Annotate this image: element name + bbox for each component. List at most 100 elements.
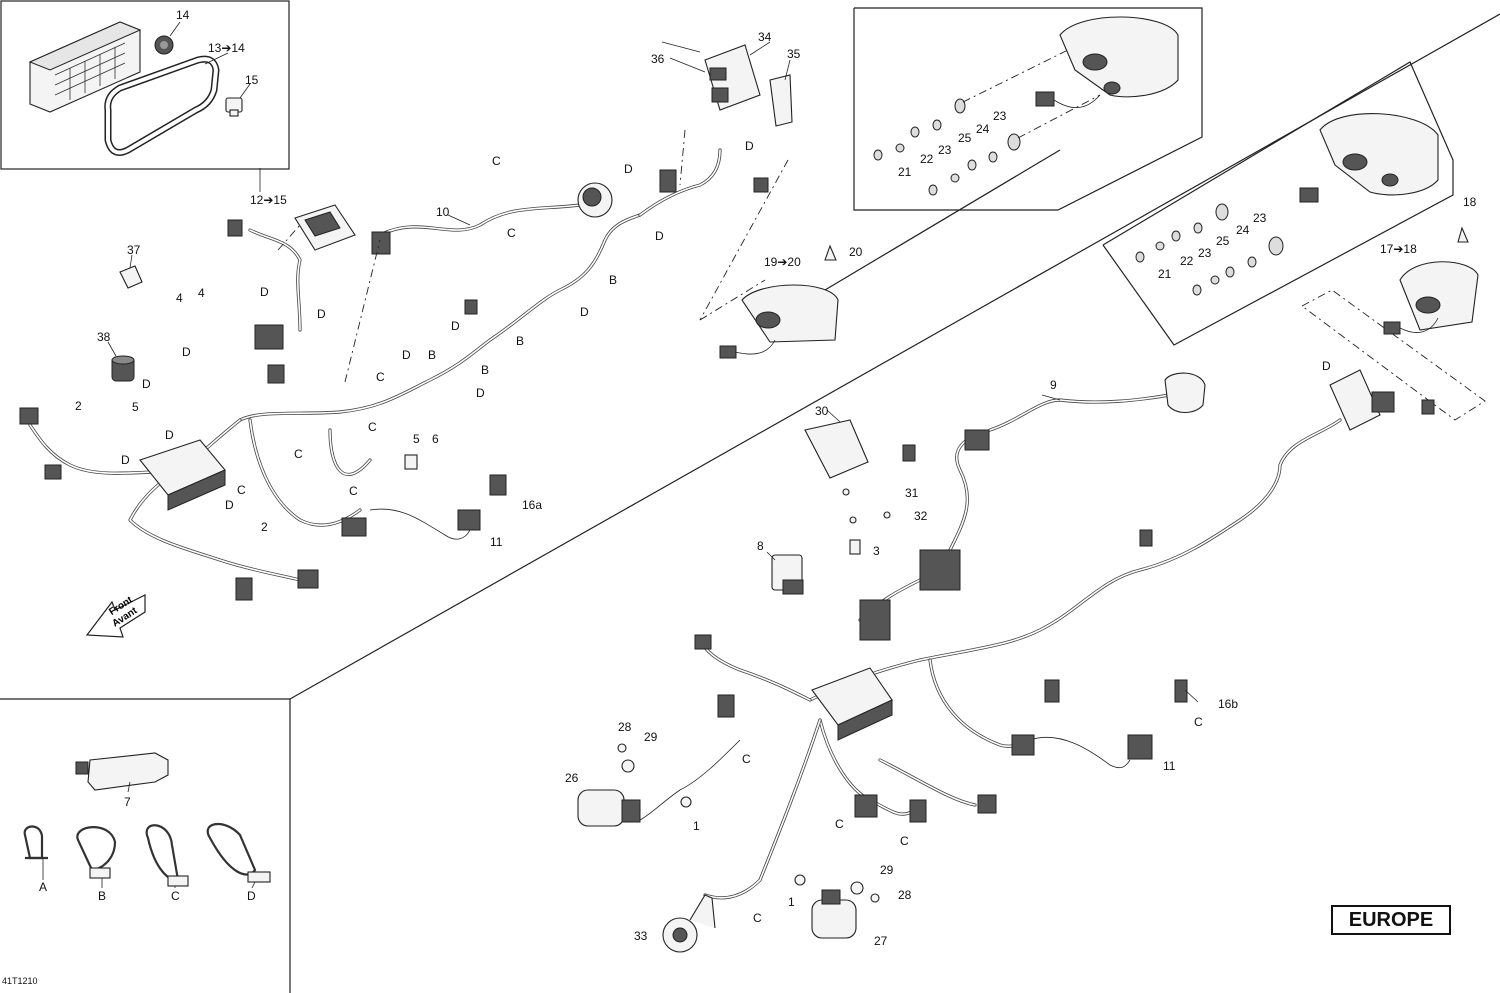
tail-light-assembly-2: [1135, 113, 1439, 296]
clip-label-c: C: [753, 911, 762, 925]
dc-outlet-module: [704, 44, 793, 127]
connectors-lower: [694, 399, 1435, 823]
callout-7: 7: [124, 795, 131, 809]
ecu-module-upper: [139, 439, 226, 511]
fuse-puller: [154, 35, 174, 55]
sealant-tube: [75, 752, 169, 791]
fuse-box-cover-seal: [104, 55, 220, 156]
clip-label-d: D: [451, 319, 460, 333]
callout-1a: 1: [693, 819, 700, 833]
clip-label-c: C: [507, 226, 516, 240]
tube-and-clips: [23, 752, 271, 887]
socket-38: [111, 355, 135, 382]
rear-harness: [639, 393, 1342, 900]
license-light-front: [699, 149, 1061, 359]
region-badge: EUROPE: [1331, 905, 1451, 935]
clip-c: [145, 824, 189, 887]
front-arrow: Front Avant: [85, 594, 146, 638]
clip-label-c: C: [368, 420, 377, 434]
clip-b: [76, 826, 117, 879]
clip-legend: A B C D: [39, 880, 256, 903]
clip-label-d: D: [225, 498, 234, 512]
clip-label-b: B: [609, 273, 617, 287]
clip-label-d: D: [476, 386, 485, 400]
callout-27: 27: [874, 934, 888, 948]
callout-8: 8: [757, 539, 764, 553]
clip-label-d: D: [624, 162, 633, 176]
clip-label-d: D: [655, 229, 664, 243]
callout-23d: 23: [1198, 246, 1212, 260]
clip-label-c: C: [237, 483, 246, 497]
clip-label-c: C: [349, 484, 358, 498]
callout-25b: 25: [1216, 234, 1230, 248]
callout-22b: 22: [1180, 254, 1194, 268]
callout-29b: 29: [880, 863, 894, 877]
callout-23c: 23: [1253, 211, 1267, 225]
callout-5b: 5: [413, 432, 420, 446]
callout-36: 36: [651, 52, 665, 66]
clip-label-d: D: [1322, 359, 1331, 373]
clip-label-d: D: [142, 377, 151, 391]
clip-label-d: D: [260, 285, 269, 299]
callout-9: 9: [1050, 378, 1057, 392]
relay-8: [771, 554, 804, 595]
callout-23a: 23: [993, 109, 1007, 123]
bracket-30: [804, 419, 869, 479]
clip-label-b: B: [428, 348, 436, 362]
callout-34: 34: [758, 30, 772, 44]
callout-21a: 21: [898, 165, 912, 179]
legend-letter-b: B: [98, 889, 106, 903]
clip-label-d: D: [121, 453, 130, 467]
clip-a: [23, 825, 48, 860]
callout-32: 32: [914, 509, 928, 523]
legend-letter-d: D: [247, 889, 256, 903]
callout-2a: 2: [75, 399, 82, 413]
license-light-rear: [1383, 226, 1479, 335]
horn-33: [662, 894, 716, 953]
callout-25a: 25: [958, 131, 972, 145]
callout-23b: 23: [938, 143, 952, 157]
callout-19-20: 19➔20: [764, 255, 801, 269]
front-harness: [28, 148, 722, 582]
clip-label-b: B: [481, 363, 489, 377]
callout-11b: 11: [1163, 759, 1176, 773]
connectors-upper: [19, 169, 769, 601]
leader-lines: [42, 41, 1199, 889]
legend-letter-c: C: [171, 889, 180, 903]
callout-16a: 16a: [522, 498, 542, 512]
handlebar-switch: [1164, 372, 1206, 414]
callout-28a: 28: [618, 720, 632, 734]
callout-28b: 28: [898, 888, 912, 902]
callout-37: 37: [127, 243, 141, 257]
clip-d: [206, 822, 271, 883]
clip-label-d: D: [402, 348, 411, 362]
callout-26: 26: [565, 771, 579, 785]
callout-12-15: 12➔15: [250, 193, 287, 207]
callout-22a: 22: [920, 152, 934, 166]
headlight-switch: [577, 182, 613, 218]
callout-labels: 14 13➔14 15 12➔15 37 38 4 4 5 2 2 10 34 …: [75, 8, 1477, 948]
callout-33: 33: [634, 929, 648, 943]
clip-label-d: D: [745, 139, 754, 153]
callout-1b: 1: [788, 895, 795, 909]
clip-label-d: D: [182, 345, 191, 359]
legend-letter-a: A: [39, 880, 47, 894]
callout-21b: 21: [1158, 267, 1172, 281]
clip-label-d: D: [317, 307, 326, 321]
clip-label-d: D: [580, 305, 589, 319]
lamp-27: [811, 889, 857, 939]
callout-20: 20: [849, 245, 863, 259]
callout-24b: 24: [1236, 223, 1250, 237]
callout-4b: 4: [198, 286, 205, 300]
clip-label-c: C: [492, 154, 501, 168]
fuse-box: [28, 21, 142, 113]
clip-label-c: C: [1194, 715, 1203, 729]
clip-letter-labels: C C D D D B D D B D B B D C C C C D D D …: [121, 139, 1331, 925]
clip-label-c: C: [294, 447, 303, 461]
callout-2b: 2: [261, 520, 268, 534]
clip-label-c: C: [835, 817, 844, 831]
spare-fuse: [225, 97, 243, 117]
clip-label-c: C: [376, 370, 385, 384]
callout-6: 6: [432, 432, 439, 446]
